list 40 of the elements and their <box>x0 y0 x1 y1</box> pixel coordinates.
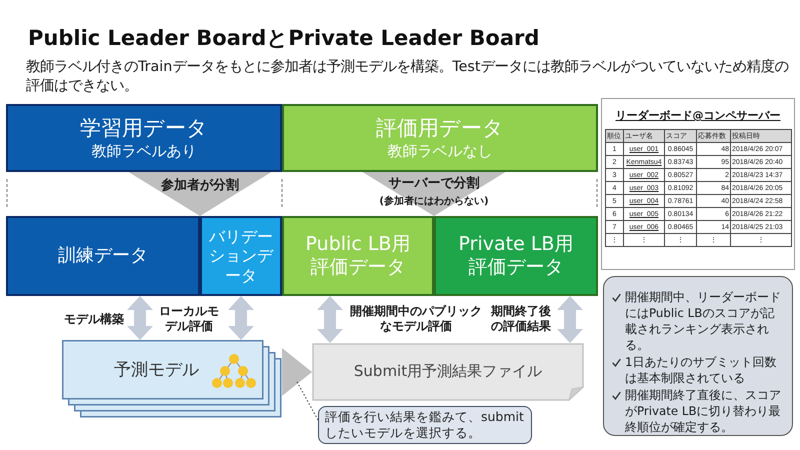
note-text: 開催期間終了直後に、スコアがPrivate LBに切り替わり最終順位が確定する。 <box>625 387 782 435</box>
edge-label: 参加者が分割 <box>160 178 240 194</box>
block-subtitle: 教師ラベルなし <box>388 142 492 160</box>
double-arrow <box>127 296 153 340</box>
block-label: バリデーションデータ <box>208 227 274 285</box>
data-block <box>282 216 434 296</box>
arrow <box>282 348 312 396</box>
block-label: 訓練データ <box>58 245 148 267</box>
edge-note: (参加者にはわからない) <box>378 195 490 208</box>
note-text: 開催期間中、リーダーボードにはPublic LBのスコアが記載されランキング表示される。 <box>625 289 782 353</box>
block-title: 評価用データ <box>376 116 504 142</box>
split-arrow <box>362 172 506 216</box>
data-block <box>6 104 282 172</box>
edge-label: サーバーで分割 <box>388 176 480 192</box>
leaderboard-title: リーダーボード@コンペサーバー <box>616 108 780 123</box>
edge-label: 期間終了後の評価結果 <box>490 304 552 334</box>
double-arrow <box>317 296 343 343</box>
double-arrow <box>557 296 583 343</box>
edge-label: ローカルモデル評価 <box>158 304 220 334</box>
data-block <box>434 216 598 296</box>
data-block <box>200 216 282 296</box>
block-subtitle: 教師ラベルあり <box>92 142 196 160</box>
callout-box <box>318 406 532 444</box>
block-label: Public LB用評価データ <box>304 233 412 279</box>
block-title: 学習用データ <box>80 116 208 142</box>
slide-title: Public Leader BoardとPrivate Leader Board <box>28 25 540 52</box>
note-text: 1日あたりのサブミット回数は基本制限されている <box>625 354 778 386</box>
model-label: 予測モデル <box>114 359 199 381</box>
file-label: Submit用予測結果ファイル <box>352 362 544 381</box>
notes-panel <box>603 276 793 436</box>
edge-label: モデル構築 <box>63 312 124 327</box>
intro-text: 教師ラベル付きのTrainデータをもとに参加者は予測モデルを構築。Testデータには教師ラベルがついていないため精度の評価はできない。 <box>26 58 790 96</box>
leaderboard-panel <box>601 98 795 270</box>
double-arrow <box>228 296 254 340</box>
data-block <box>6 216 200 296</box>
callout-text: 評価を行い結果を鑑みて、submitしたいモデルを選択する。 <box>325 409 525 441</box>
leader-line <box>296 380 318 420</box>
block-label: Private LB用評価データ <box>458 233 574 279</box>
edge-label: 開催期間中のパブリックなモデル評価 <box>349 304 483 334</box>
data-block <box>282 104 598 172</box>
